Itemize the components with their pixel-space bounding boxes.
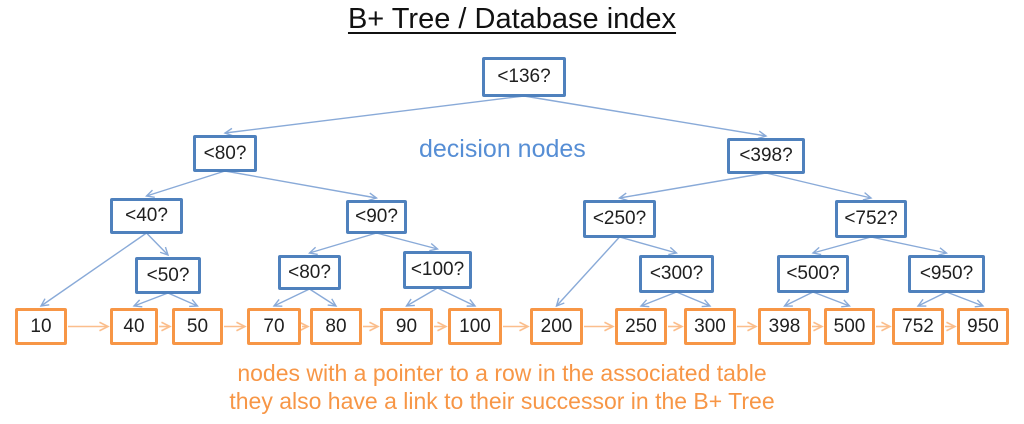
caption-line-2: they also have a link to their successor… (229, 388, 775, 414)
decision-node-80: <80? (193, 135, 257, 172)
leaf-node-40: 40 (110, 308, 158, 345)
caption-line-1: nodes with a pointer to a row in the ass… (237, 360, 767, 386)
decision-nodes-label: decision nodes (419, 135, 586, 163)
decision-node-100: <100? (403, 251, 472, 289)
leaf-node-100: 100 (448, 308, 502, 345)
decision-node-752: <752? (835, 200, 907, 238)
decision-node-950: <950? (908, 255, 985, 293)
decision-node-80: <80? (278, 255, 341, 290)
leaf-node-500: 500 (824, 308, 875, 345)
leaf-node-50: 50 (172, 308, 223, 345)
leaf-node-10: 10 (15, 308, 67, 345)
diagram-title: B+ Tree / Database index (347, 3, 677, 35)
decision-node-136: <136? (482, 57, 566, 97)
leaf-node-752: 752 (892, 308, 944, 345)
decision-node-398: <398? (727, 138, 805, 174)
leaf-node-200: 200 (530, 308, 583, 345)
leaf-node-950: 950 (957, 308, 1009, 345)
decision-node-50: <50? (135, 257, 201, 294)
leaf-node-398: 398 (758, 308, 811, 345)
decision-node-250: <250? (583, 200, 656, 238)
leaf-node-90: 90 (380, 308, 433, 345)
leaf-node-80: 80 (310, 308, 362, 345)
decision-node-300: <300? (639, 255, 714, 293)
leaf-node-250: 250 (615, 308, 667, 345)
decision-node-90: <90? (346, 200, 407, 234)
leaf-node-300: 300 (684, 308, 736, 345)
leaf-node-70: 70 (247, 308, 301, 345)
decision-node-40: <40? (110, 198, 183, 234)
leaf-caption: nodes with a pointer to a row in the ass… (0, 359, 1004, 415)
decision-node-500: <500? (777, 255, 849, 293)
